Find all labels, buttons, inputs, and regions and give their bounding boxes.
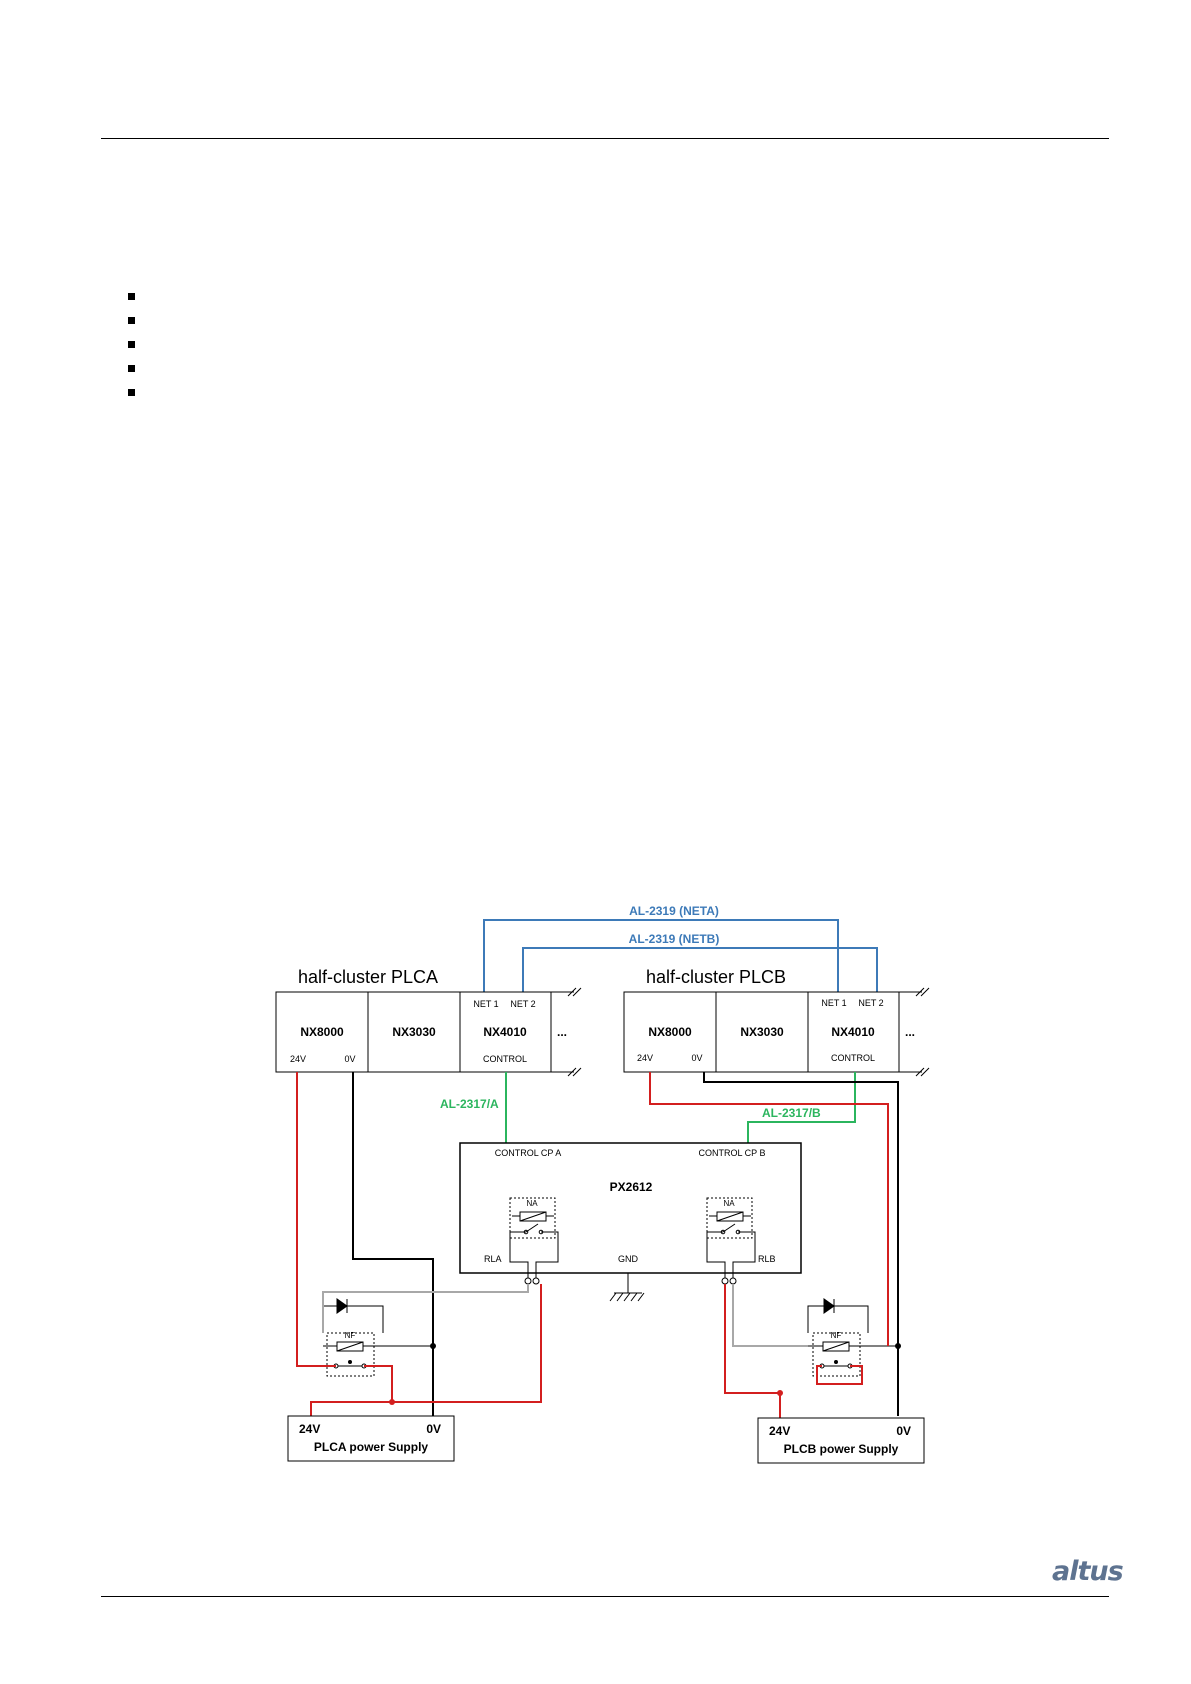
control-cable-a-label: AL-2317/A (440, 1097, 499, 1111)
external-relay-b (807, 1298, 898, 1377)
cluster-a-net2: NET 2 (510, 999, 535, 1009)
supply-a-24v: 24V (299, 1422, 320, 1436)
relay-rla (509, 1197, 559, 1285)
supply-a-box (287, 1415, 455, 1462)
px2612-gnd: GND (618, 1254, 639, 1264)
supply-b-0v: 0V (896, 1424, 911, 1438)
supply-b-name: PLCB power Supply (784, 1442, 899, 1456)
supply-a-0v: 0V (426, 1422, 441, 1436)
ground-symbol (609, 1273, 645, 1302)
cluster-b-control: CONTROL (831, 1053, 875, 1063)
wires-relay-signal (322, 1284, 808, 1347)
cluster-b-title: half-cluster PLCB (646, 967, 786, 987)
cluster-a-rack (275, 987, 582, 1077)
supply-b-box (757, 1417, 925, 1464)
relay-rla-na: NA (526, 1199, 538, 1208)
bullet-marker (128, 293, 135, 300)
control-cable-b (747, 1072, 856, 1143)
relay-rlb (706, 1197, 756, 1285)
px2612-rlb: RLB (758, 1254, 776, 1264)
cluster-b-module-2: NX3030 (740, 1025, 784, 1039)
bullet-marker (128, 341, 135, 348)
cable-netb-line (522, 947, 878, 992)
cluster-b-rack (623, 987, 930, 1077)
cluster-b-24v: 24V (637, 1053, 653, 1063)
px2612-box (459, 1142, 802, 1274)
cluster-b-0v: 0V (691, 1053, 702, 1063)
cluster-b-net2: NET 2 (858, 998, 883, 1008)
cluster-a-module-2: NX3030 (392, 1025, 436, 1039)
relay-rlb-na: NA (723, 1199, 735, 1208)
bullet-marker (128, 317, 135, 324)
cluster-b-ellipsis: ... (905, 1025, 915, 1039)
px2612-control-b: CONTROL CP B (698, 1148, 765, 1158)
cluster-b-module-3: NX4010 (831, 1025, 875, 1039)
supply-a-name: PLCA power Supply (314, 1440, 429, 1454)
external-relay-b-nf: NF (831, 1331, 842, 1340)
cable-neta-label: AL-2319 (NETA) (629, 904, 719, 918)
bullet-list (128, 293, 135, 413)
bullet-marker (128, 389, 135, 396)
header-rule (101, 138, 1109, 139)
bullet-marker (128, 365, 135, 372)
altus-logo: altus (1052, 1556, 1124, 1587)
cluster-a-net1: NET 1 (473, 999, 498, 1009)
external-relay-a (322, 1298, 433, 1377)
cluster-a-control: CONTROL (483, 1054, 527, 1064)
px2612-name: PX2612 (610, 1180, 653, 1194)
cluster-a-ellipsis: ... (557, 1025, 567, 1039)
cluster-a-24v: 24V (290, 1054, 306, 1064)
junction-dot (777, 1390, 783, 1396)
cluster-a-module-1: NX8000 (300, 1025, 344, 1039)
junction-dot (895, 1343, 901, 1349)
px2612-rla: RLA (484, 1254, 502, 1264)
cable-netb-label: AL-2319 (NETB) (629, 932, 720, 946)
control-cable-b-label: AL-2317/B (762, 1106, 821, 1120)
cluster-b-net1: NET 1 (821, 998, 846, 1008)
cluster-a-0v: 0V (344, 1054, 355, 1064)
wires-24v (296, 1072, 889, 1418)
control-cables (505, 1072, 856, 1143)
cluster-a-module-3: NX4010 (483, 1025, 527, 1039)
supply-b-24v: 24V (769, 1424, 790, 1438)
px2612-control-a: CONTROL CP A (495, 1148, 562, 1158)
junction-dot (389, 1399, 395, 1405)
cluster-a-title: half-cluster PLCA (298, 967, 438, 987)
footer-rule (101, 1596, 1109, 1597)
external-relay-a-nf: NF (345, 1331, 356, 1340)
cluster-b-module-1: NX8000 (648, 1025, 692, 1039)
cable-neta-line (483, 919, 839, 992)
wires-0v (352, 1072, 899, 1416)
net-cables (483, 919, 878, 992)
junction-dot (430, 1343, 436, 1349)
